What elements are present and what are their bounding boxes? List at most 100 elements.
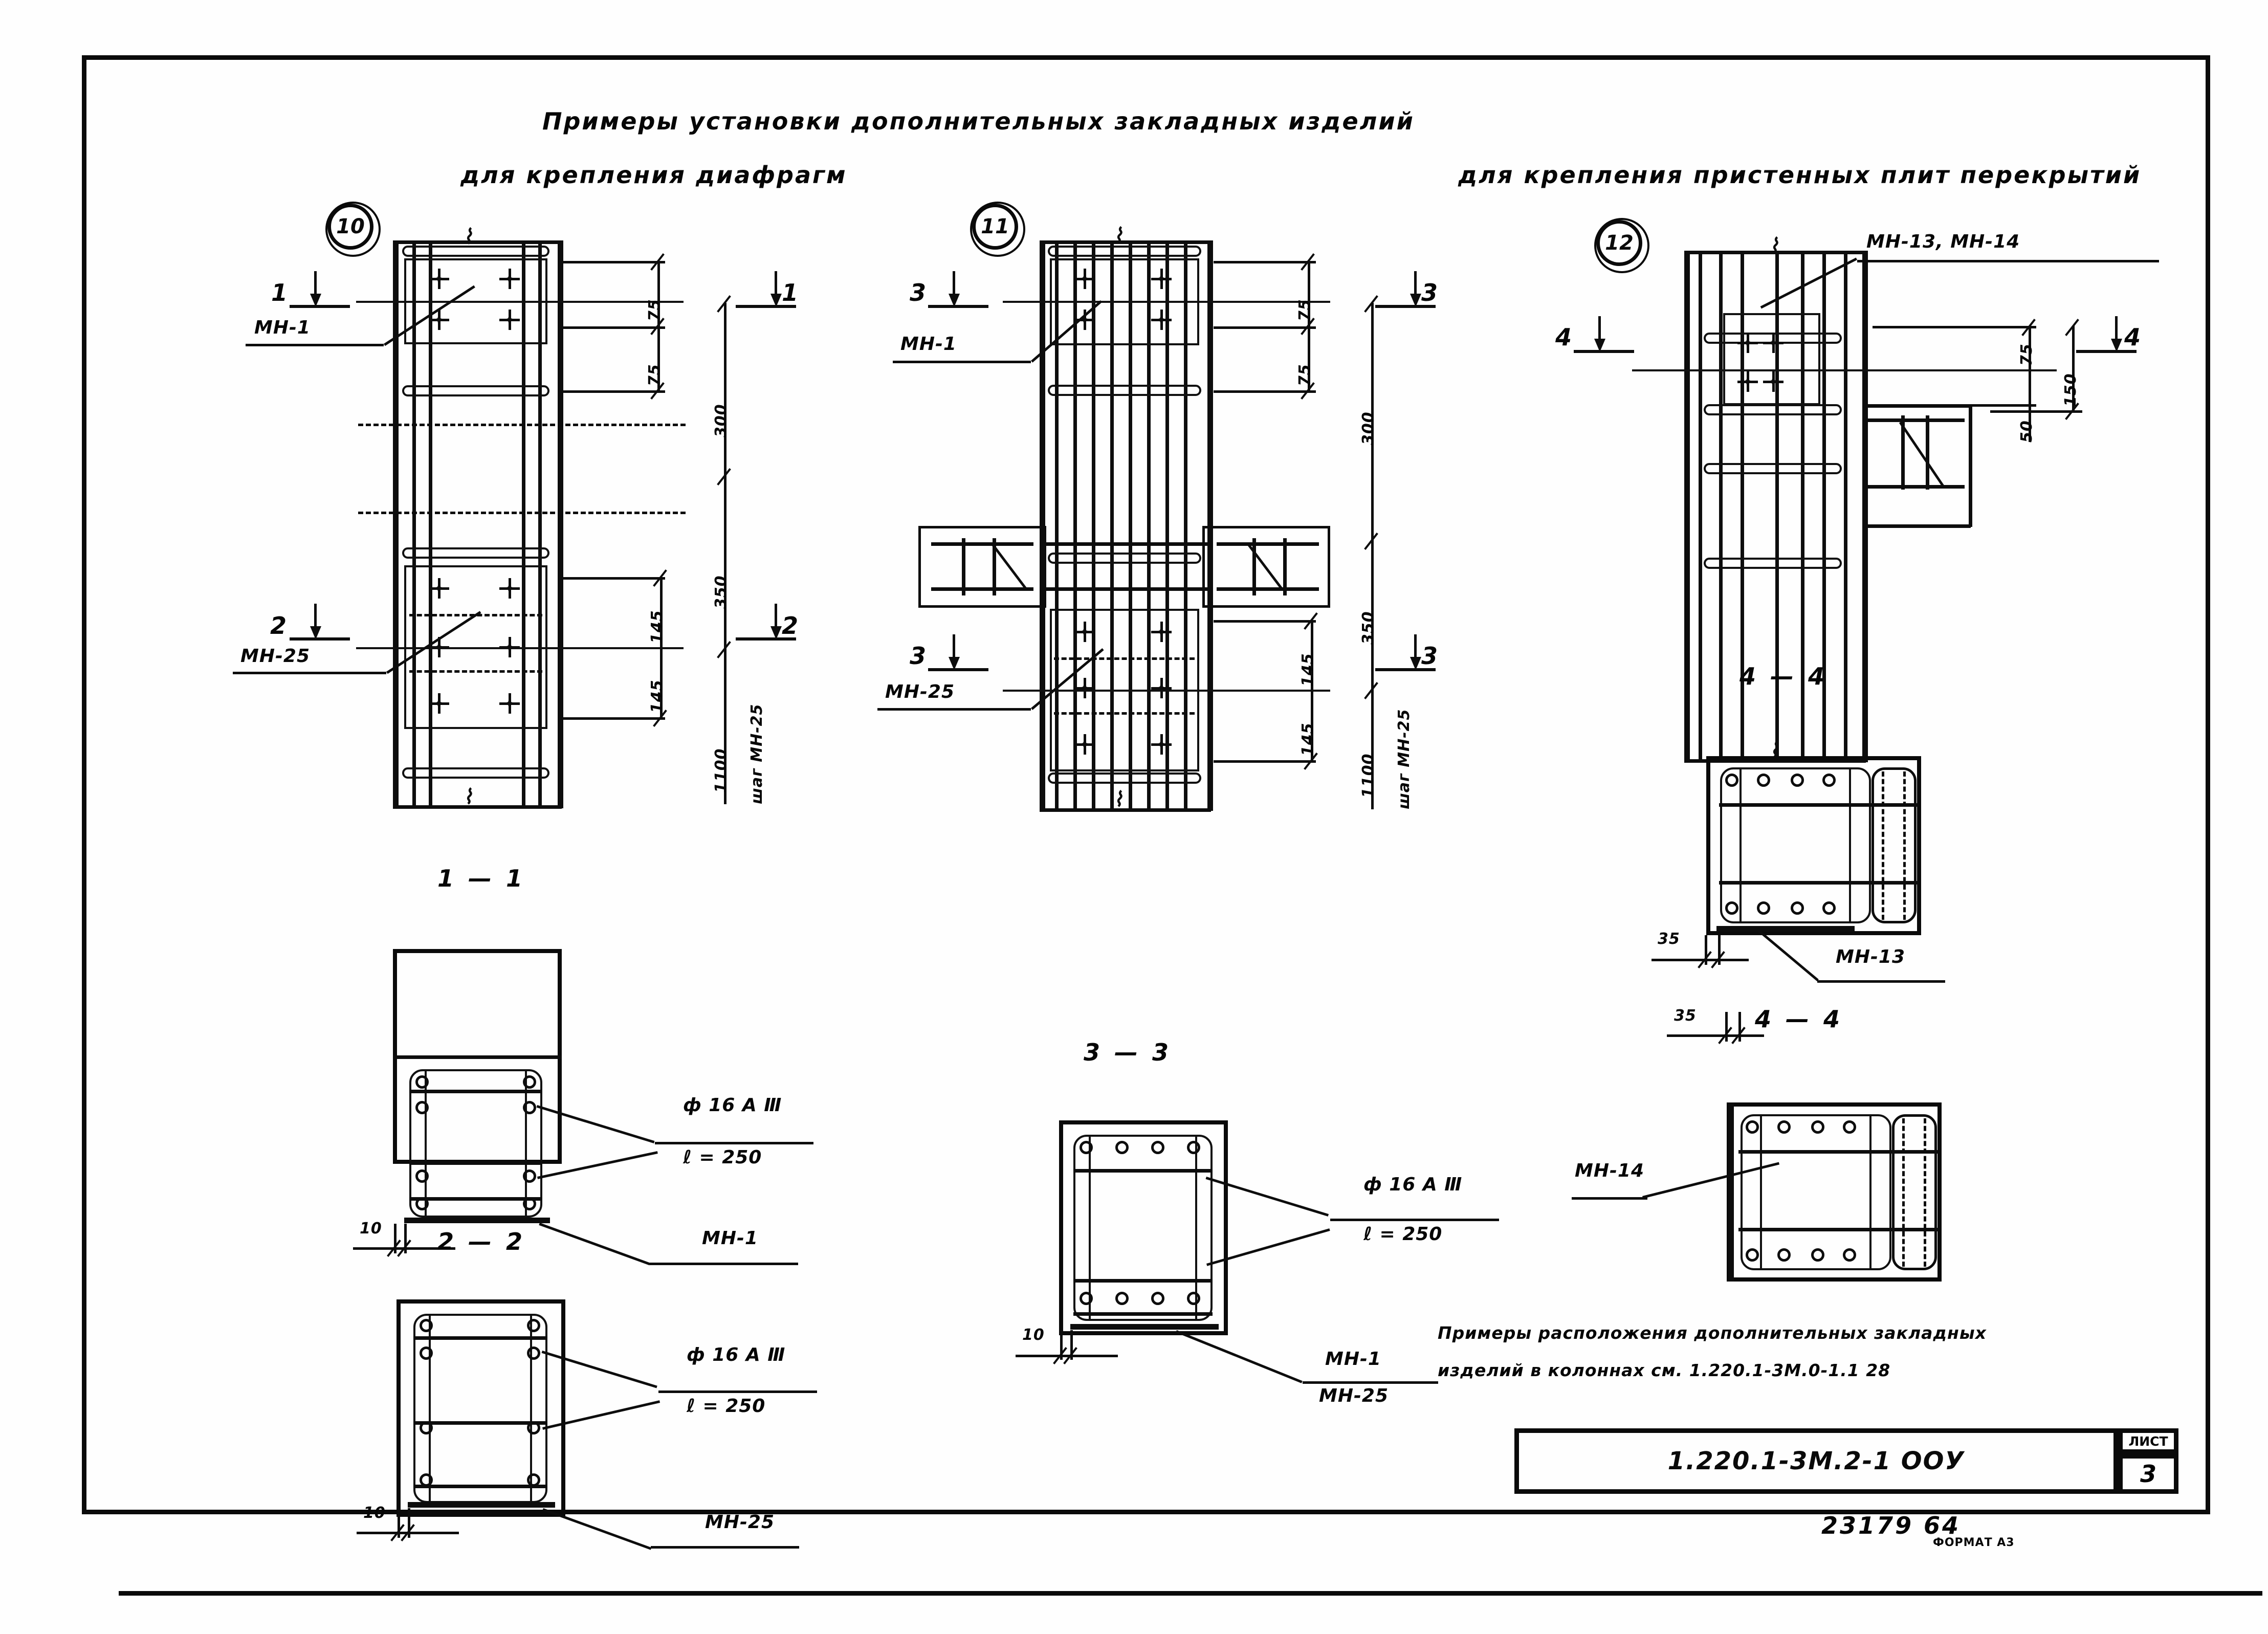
format-mark: ФОРМАТ А3	[1933, 1536, 2015, 1549]
s44a-edge-dim: 35	[1658, 930, 1680, 948]
s11-dim-ext-2	[404, 1224, 407, 1253]
s22-tie-1	[413, 1336, 547, 1340]
label-mn25-node11: МН-25	[885, 681, 955, 702]
s44a-rebar-1	[1725, 774, 1738, 787]
s22-callout-underline	[658, 1390, 817, 1393]
s22-rebar-length: ℓ = 250	[687, 1396, 766, 1417]
s22-part-label: МН-25	[705, 1512, 775, 1533]
n12-bar-6	[1822, 251, 1826, 762]
s11-rebar-length: ℓ = 250	[683, 1147, 762, 1168]
n11-dim-300	[1371, 303, 1374, 541]
anchor-cross-3	[429, 310, 449, 330]
corbel-left	[918, 526, 1046, 608]
s11-mn1-underline	[650, 1263, 798, 1265]
n12-slab-right	[1969, 404, 1972, 527]
title-block-designation: 1.220.1-3М.2-1 ООУ	[1514, 1428, 2118, 1494]
page-title-line1: Примеры установки дополнительных закладн…	[542, 107, 1415, 135]
title-block-designation-text: 1.220.1-3М.2-1 ООУ	[1667, 1447, 1965, 1475]
n11-anchor-8	[1151, 678, 1172, 698]
n12-leader-underline	[1857, 260, 2159, 262]
s33-dim-ext-1	[1060, 1330, 1063, 1360]
n11-column-bottom	[1040, 808, 1211, 812]
section-marker-1-right-label: 1	[782, 279, 802, 306]
s33-rebar-8	[1187, 1292, 1200, 1305]
n12-dim-ext-3	[1965, 404, 2036, 407]
s33-rebar-7	[1151, 1292, 1164, 1305]
s44a-part-label: МН-13	[1836, 946, 1905, 967]
n12-dim-ext-1	[1873, 326, 2036, 328]
n11-leader-underline-2	[877, 708, 1031, 711]
s44b-rebar-8	[1843, 1248, 1856, 1262]
n12-col-edge-left	[1684, 251, 1690, 762]
s11-tie-3	[409, 1197, 542, 1201]
column-edge-left	[393, 240, 399, 808]
title-block-sheet-caption-text: ЛИСТ	[2128, 1433, 2168, 1449]
column-top-break	[393, 240, 562, 244]
n11-hidden-1	[1054, 657, 1195, 660]
dim-ext-2	[563, 326, 665, 329]
s44b-rebar-1	[1746, 1120, 1759, 1134]
s11-rebar-4	[523, 1101, 536, 1114]
n11-anchor-7	[1074, 678, 1095, 698]
n12-slab-plate-bot	[1862, 485, 1965, 489]
corbel-right-plate-bot	[1217, 587, 1319, 591]
s44a-dim-ext-1	[1705, 935, 1707, 965]
n12-bar-5	[1801, 251, 1804, 762]
n11-bar-5	[1129, 240, 1132, 811]
s11-callout-underline	[655, 1142, 813, 1144]
n12-anchor-4	[1763, 371, 1783, 392]
s33-rebar-5	[1080, 1292, 1093, 1305]
n12-col-top	[1684, 251, 1866, 254]
label-mn1-node10: МН-1	[254, 317, 311, 338]
leader-underline-mn25	[233, 672, 386, 674]
n11-dim-300-txt: 300	[1359, 411, 1377, 445]
n12-slab-step-v	[1862, 524, 1866, 555]
n12-bar-3	[1741, 251, 1744, 762]
label-mn1-node11: МН-1	[900, 334, 957, 355]
s44b-stirrup-inner	[1760, 1114, 1871, 1270]
n11-dim-145-a: 145	[1299, 653, 1317, 687]
corbel-left-plate-bot	[931, 587, 1033, 591]
n11-dim-ext-2	[1214, 326, 1316, 329]
dim-line-350	[724, 477, 726, 651]
n12-axis	[1632, 369, 2057, 371]
n11-anchor-4	[1151, 310, 1172, 330]
s11-edge-dim: 10	[360, 1220, 382, 1238]
break-symbol-top: ⌇	[463, 225, 473, 249]
s33-dim-line	[1016, 1355, 1118, 1357]
s22-rebar-2	[527, 1319, 540, 1332]
s22-column-outline	[397, 1299, 565, 1517]
n12-anchor-2	[1763, 333, 1783, 353]
s11-rebar-1	[415, 1075, 429, 1089]
s22-mn25-underline	[651, 1546, 799, 1549]
anchor-cross-6	[499, 578, 520, 599]
page-title-line2-left: для крепления диафрагм	[460, 161, 847, 189]
title-block-sheet-caption: ЛИСТ	[2118, 1428, 2178, 1454]
n11-dim-75b	[1308, 326, 1310, 390]
title-block-sheet-number-text: 3	[2140, 1460, 2156, 1488]
corbel-mid-bot	[1046, 587, 1209, 591]
note-line-1: Примеры расположения дополнительных закл…	[1438, 1323, 1987, 1343]
section-marker-2-left-label: 2	[270, 612, 290, 639]
s22-dim-ext-1	[398, 1508, 400, 1538]
s44a-dim-ext-2	[1718, 935, 1721, 965]
n12-dim-150: 150	[2062, 373, 2080, 407]
s33-rebar-2	[1115, 1141, 1129, 1154]
s11-split-line	[393, 1055, 562, 1059]
n11-dim-145a	[1311, 620, 1313, 690]
s11-rebar-5	[415, 1169, 429, 1183]
s44b-rebar-5	[1746, 1248, 1759, 1262]
s44a-dim-line	[1652, 959, 1749, 961]
s11-tie-2	[409, 1161, 542, 1165]
n11-break-bottom: ⌇	[1113, 788, 1124, 811]
n11-dim-75-b: 75	[1296, 364, 1314, 386]
label-mn25-node10: МН-25	[240, 646, 310, 667]
n12-stirrup-2	[1704, 404, 1842, 415]
n11-axis-lower	[1003, 690, 1330, 692]
section-1-1-caption: 1 — 1	[437, 865, 526, 892]
corbel-left-rib-1	[962, 538, 965, 595]
n12-stirrup-3	[1704, 463, 1842, 474]
n11-break-top: ⌇	[1113, 224, 1124, 248]
dim-145-b: 145	[648, 679, 666, 713]
sheet-border	[82, 55, 2210, 1514]
